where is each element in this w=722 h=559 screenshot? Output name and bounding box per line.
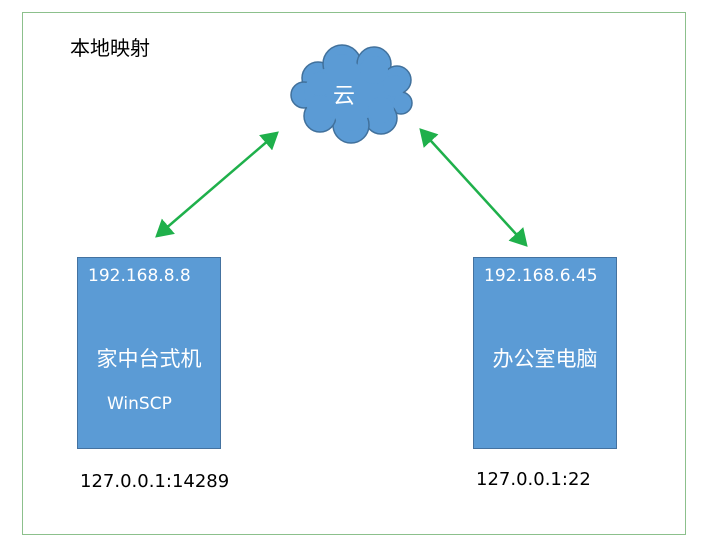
home-desktop-node: 192.168.8.8 家中台式机 WinSCP [77,257,221,449]
diagram-frame [22,12,686,535]
home-desktop-address: 127.0.0.1:14289 [80,471,230,492]
link-arrow-right [419,128,528,247]
office-computer-address: 127.0.0.1:22 [476,469,591,490]
office-computer-node: 192.168.6.45 办公室电脑 [473,257,617,449]
node-name: 家中台式机 [96,347,202,371]
node-ip: 192.168.8.8 [88,266,191,286]
link-arrow-left [155,131,279,238]
cloud-shape [290,44,413,144]
node-ip: 192.168.6.45 [484,266,598,286]
node-name: 办公室电脑 [492,347,598,371]
diagram-title: 本地映射 [70,36,150,60]
node-app: WinSCP [107,394,172,414]
cloud-label: 云 [333,84,356,109]
